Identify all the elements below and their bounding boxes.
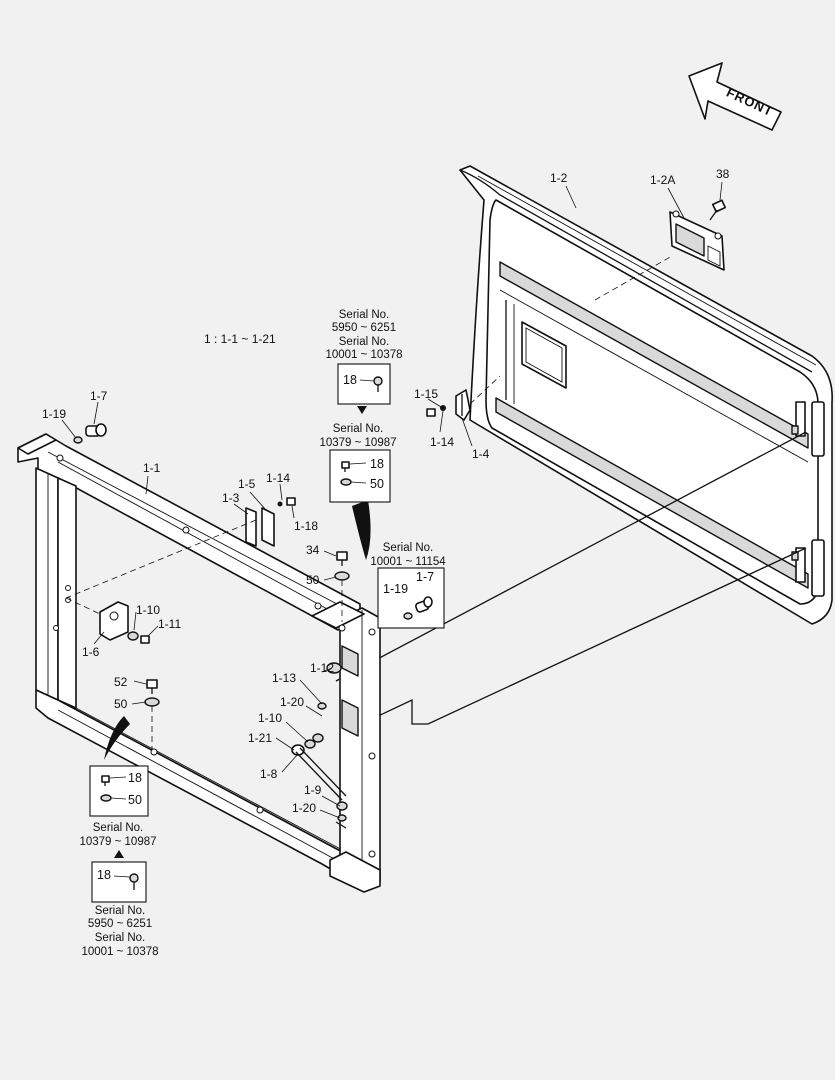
bracket-1-3-1-5 — [65, 497, 296, 599]
serial-item: 18 — [128, 771, 142, 785]
callout-1-11: 1-11 — [158, 617, 181, 631]
callout-1-10-b: 1-10 — [258, 711, 282, 725]
leader-arrow-bottom — [104, 716, 130, 760]
serial-item: 18 — [370, 457, 384, 471]
serial-box-top-old: Serial No. 5950 ~ 6251 Serial No. 10001 … — [325, 309, 403, 405]
callout-50-mid: 50 — [306, 573, 320, 587]
callout-1-6: 1-6 — [82, 645, 100, 659]
serial-line: 5950 ~ 6251 — [332, 322, 396, 334]
callout-1-10-a: 1-10 — [136, 603, 160, 617]
callout-1-2: 1-2 — [550, 171, 568, 185]
serial-line: Serial No. — [333, 423, 384, 435]
callout-1-21: 1-21 — [248, 731, 272, 745]
callout-34: 34 — [306, 543, 320, 557]
leader-arrow-top — [352, 500, 371, 560]
serial-item: 18 — [343, 373, 357, 387]
callout-1-14-door: 1-14 — [430, 435, 454, 449]
serial-line: 5950 ~ 6251 — [88, 918, 152, 930]
leader-lines — [61, 181, 723, 819]
bracket-1-6 — [65, 597, 150, 644]
upper-hinge — [795, 401, 806, 437]
hinge-alignment-line-lower — [373, 547, 807, 725]
serial-line: Serial No. — [339, 309, 390, 321]
callout-1-4: 1-4 — [472, 447, 490, 461]
serial-line: Serial No. — [95, 932, 146, 944]
serial-item: 50 — [370, 477, 384, 491]
callout-1-12: 1-12 — [310, 661, 334, 675]
serial-box-bottom-old: 18 Serial No. 5950 ~ 6251 Serial No. 100… — [81, 861, 159, 958]
serial-line: 10001 ~ 11154 — [370, 556, 446, 568]
callout-1-5: 1-5 — [238, 477, 256, 491]
bolt-34-washer-50 — [334, 551, 350, 622]
callout-1-9: 1-9 — [304, 783, 322, 797]
reference-line-striker — [469, 375, 501, 405]
callout-1-2a: 1-2A — [650, 173, 675, 187]
knob-1-7-top — [73, 423, 107, 444]
callout-labels: 1-2 1-2A 38 1-15 1-14 1-4 1-7 1-19 1-1 1… — [42, 167, 730, 815]
callout-1-13: 1-13 — [272, 671, 296, 685]
serial-line: 10001 ~ 10378 — [325, 349, 402, 361]
reference-line-latch — [594, 255, 673, 301]
serial-item: 1-19 — [383, 582, 408, 596]
callout-1-8: 1-8 — [260, 767, 278, 781]
callout-1-18: 1-18 — [294, 519, 318, 533]
callout-1-14-frame: 1-14 — [266, 471, 290, 485]
range-label: 1 : 1-1 ~ 1-21 — [204, 332, 276, 346]
serial-item: 1-7 — [416, 570, 434, 584]
serial-item: 50 — [128, 793, 142, 807]
triangle-up — [114, 850, 124, 858]
callout-1-19-top: 1-19 — [42, 407, 66, 421]
triangle-down — [357, 406, 367, 414]
serial-item: 18 — [97, 868, 111, 882]
serial-box-bottom-new: 18 50 Serial No. 10379 ~ 10987 — [79, 765, 157, 848]
bolt-52-washer-50 — [144, 679, 160, 750]
serial-line: Serial No. — [95, 905, 146, 917]
serial-line: 10379 ~ 10987 — [79, 836, 156, 848]
callout-52: 52 — [114, 675, 128, 689]
serial-line: Serial No. — [339, 336, 390, 348]
callout-1-20-a: 1-20 — [280, 695, 304, 709]
hinge-alignment-line-upper — [335, 431, 807, 682]
callout-50-low: 50 — [114, 697, 128, 711]
door-panel-1-2 — [459, 165, 833, 625]
callout-1-20-b: 1-20 — [292, 801, 316, 815]
striker-bracket-1-4 — [426, 389, 471, 421]
callout-1-1: 1-1 — [143, 461, 161, 475]
latch-assembly-1-2a — [669, 199, 727, 271]
serial-line: 10001 ~ 10378 — [81, 946, 158, 958]
callout-1-15: 1-15 — [414, 387, 438, 401]
serial-line: Serial No. — [383, 542, 434, 554]
callout-38: 38 — [716, 167, 730, 181]
callout-1-3: 1-3 — [222, 491, 240, 505]
serial-line: Serial No. — [93, 822, 144, 834]
front-direction-arrow: FRONT — [688, 62, 782, 131]
serial-line: 10379 ~ 10987 — [319, 437, 396, 449]
callout-1-7-top: 1-7 — [90, 389, 108, 403]
serial-box-top-new: Serial No. 10379 ~ 10987 18 50 — [319, 423, 397, 503]
serial-box-mid-knob: Serial No. 10001 ~ 11154 1-19 1-7 — [370, 542, 446, 629]
